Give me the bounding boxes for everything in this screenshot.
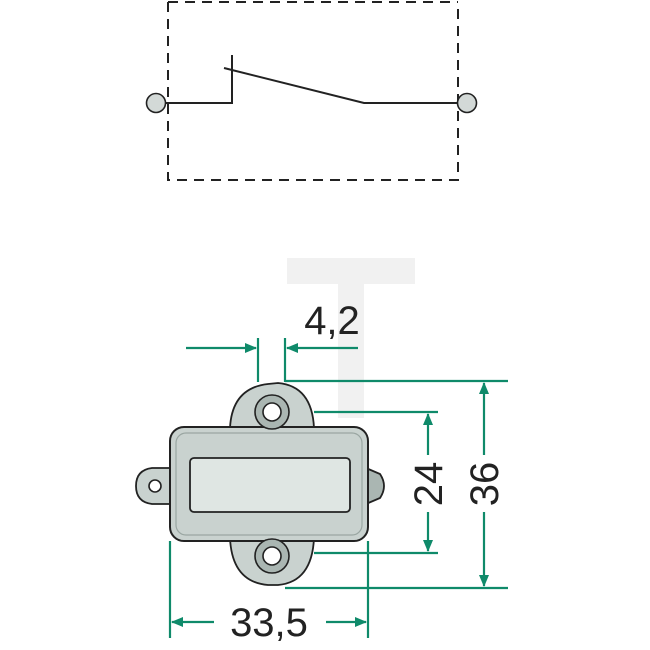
switch-schematic — [145, 1, 478, 181]
mounting-hole-top — [262, 402, 282, 422]
dim-label-overall-height: 36 — [463, 462, 507, 507]
switch-contact-line — [166, 55, 457, 104]
watermark-logo — [287, 258, 415, 418]
schematic-housing-border — [167, 2, 459, 181]
terminal-right — [456, 92, 478, 114]
mounting-hole-bottom — [262, 546, 282, 566]
side-hole-left — [148, 479, 162, 493]
terminal-left — [145, 92, 167, 114]
dimension-lines — [168, 338, 508, 638]
dim-label-gap: 4,2 — [304, 299, 360, 343]
dim-label-hole-spacing: 24 — [407, 462, 451, 507]
dim-label-width: 33,5 — [230, 601, 308, 645]
switch-component — [135, 382, 385, 586]
switch-window — [189, 457, 351, 513]
